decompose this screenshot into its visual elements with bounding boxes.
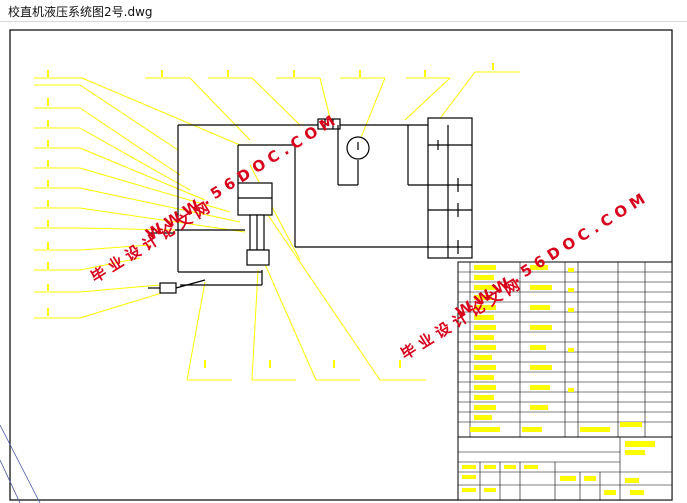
drawing-canvas[interactable]: W W W . 5 6 D O C . C O M 毕 业 设 计 论 文 网 … bbox=[0, 22, 687, 503]
tag-ticks bbox=[47, 63, 494, 368]
stray-lines bbox=[0, 424, 41, 503]
window-title-bar: 校直机液压系统图2号.dwg bbox=[0, 0, 687, 22]
window-title: 校直机液压系统图2号.dwg bbox=[8, 5, 153, 19]
title-block bbox=[457, 436, 673, 501]
hydraulic-schematic bbox=[148, 117, 473, 294]
parts-list-table bbox=[457, 261, 673, 438]
drawing-viewport[interactable]: W W W . 5 6 D O C . C O M 毕 业 设 计 论 文 网 … bbox=[0, 22, 687, 503]
leader-lines bbox=[34, 71, 520, 381]
